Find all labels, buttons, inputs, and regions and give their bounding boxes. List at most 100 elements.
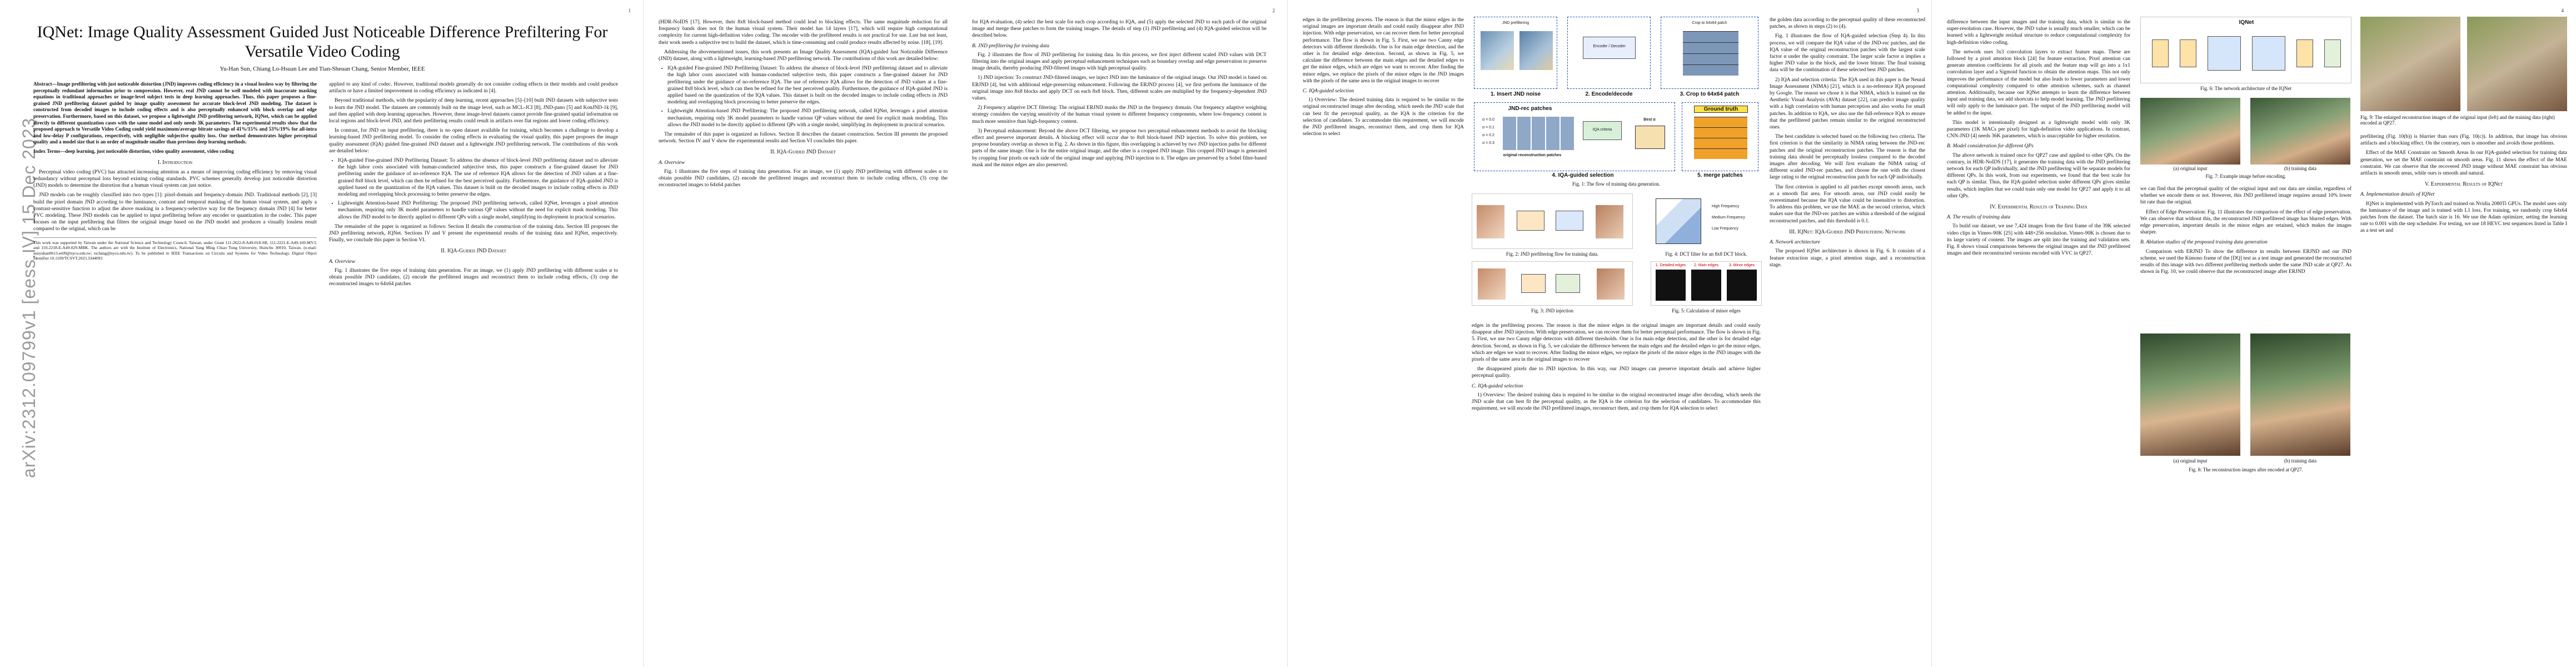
figure-3-jnd-injection xyxy=(1472,261,1633,306)
subsection-heading: B. Model consideration for different QPs xyxy=(1947,143,2034,150)
paragraph: the golden data according to the percept… xyxy=(1770,17,1925,30)
subsection-heading: A. Implementation details of IQNet xyxy=(2360,192,2435,198)
paragraph: Addressing the abovementioned issues, th… xyxy=(659,49,948,62)
paragraph: Effect of the MAE Constraint on Smooth A… xyxy=(2360,150,2567,177)
conv-block-1 xyxy=(2152,39,2169,67)
arxiv-stamp: arXiv:2312.09799v1 [eess.IV] 15 Dec 2023 xyxy=(19,117,39,478)
fig2-output-thumb xyxy=(1596,205,1623,238)
encoder-block xyxy=(1583,37,1636,59)
page4-right-column: prefiltering (Fig. 10(b)) is blurrier th… xyxy=(2360,133,2567,237)
fig8-sub-a: (a) original input xyxy=(2173,458,2208,464)
list-item: Lightweight Attention-based JND Prefilte… xyxy=(667,108,948,128)
alpha-3: α = 0.3 xyxy=(1482,141,1494,145)
ground-truth-grid xyxy=(1694,117,1747,159)
paragraph: the disappeared pixels due to JND inject… xyxy=(1472,366,1761,379)
paragraph: 3) Perceptual enhancement: Beyond the ab… xyxy=(972,128,1267,168)
figure-2-caption: Fig. 2: JND prefiltering flow for traini… xyxy=(1506,251,1599,257)
fig8-sub-b: (b) training data xyxy=(2284,458,2316,464)
figure-4-dct-filter: High Frequency Medium Frequency Low Freq… xyxy=(1651,193,1762,249)
paragraph: edges in the prefiltering process. The r… xyxy=(1472,323,1761,363)
paragraph: 1) Overview: The desired training data i… xyxy=(1472,392,1761,412)
fig7-sub-a: (a) original input xyxy=(2173,166,2208,171)
subsection-heading: C. IQA-guided selection xyxy=(1303,88,1354,94)
step2-box xyxy=(1567,17,1651,89)
fig3-jnd-block xyxy=(1556,274,1580,293)
paragraph: 1) Overview: The desired training data i… xyxy=(1303,97,1464,137)
label-minor-edges: 3. Minor edges xyxy=(1728,263,1755,267)
paragraph: Fig. 1 illustrates the flow of IQA-guide… xyxy=(1770,33,1925,73)
pa-block-2 xyxy=(2252,36,2285,71)
step3-box xyxy=(1661,17,1758,89)
paragraph: Fig. 2 illustrates the flow of JND prefi… xyxy=(972,52,1267,72)
subsection-heading: A. Network architecture xyxy=(1770,240,1820,246)
paragraph: (HDR-NoIDS [17]. However, their 8x8 bloc… xyxy=(659,19,948,46)
legend-low: Low Frequency xyxy=(1712,227,1738,231)
subsection-heading: B. Ablation studies of the proposed trai… xyxy=(2140,240,2268,246)
step4-box xyxy=(1474,102,1675,171)
fig3-image-b xyxy=(1597,268,1625,300)
crop-label: Crop to 64x64 patch xyxy=(1692,21,1727,25)
paragraph: 2) IQA and selection criteria: The IQA u… xyxy=(1770,77,1925,131)
page-number: 4 xyxy=(2561,8,2564,13)
abstract: Abstract—Image prefiltering with just no… xyxy=(33,81,317,145)
iqa-criteria-block xyxy=(1583,121,1622,140)
step4-label: 4. IQA-guided selection xyxy=(1552,172,1614,178)
fig3-image-a xyxy=(1478,268,1506,300)
author-list: Yu-Han Sun, Chiang Lo-Hsuan Lee and Tian… xyxy=(220,66,425,72)
page2-right-column: for IQA evaluation, (4) select the best … xyxy=(972,19,1267,171)
paragraph: Comparison with ERJND To show the differ… xyxy=(2140,248,2351,275)
figure-4-caption: Fig. 4: DCT filter for an 8x8 DCT block. xyxy=(1665,251,1747,257)
figure-5-caption: Fig. 5: Calculation of minor edges xyxy=(1672,308,1741,313)
list-item: IQA-guided Fine-grained JND Prefiltering… xyxy=(338,157,618,198)
jnd-rec-patch-grid xyxy=(1503,117,1575,150)
figure-8-caption: Fig. 8: The reconstruction images after … xyxy=(2189,467,2303,472)
iqa-criteria-label: IQA criteria xyxy=(1592,128,1612,132)
page4-left-column: difference between the input images and … xyxy=(1947,19,2130,260)
fig7-sub-b: (b) training data xyxy=(2284,166,2316,171)
figure-9-caption: Fig. 9: The enlarged reconstruction imag… xyxy=(2360,115,2555,126)
main-edges-thumb xyxy=(1691,270,1721,301)
contribution-list: IQA-guided Fine-grained JND Prefiltering… xyxy=(659,65,948,128)
paragraph: The above network is trained once for QP… xyxy=(1947,152,2130,199)
paragraph: edges in the prefiltering process. The r… xyxy=(1303,17,1464,84)
paragraph: Fig. 1 illustrates the five steps of tra… xyxy=(329,267,618,287)
page3-middle-column: edges in the prefiltering process. The r… xyxy=(1472,322,1761,415)
paragraph: The network uses 3x3 convolution layers … xyxy=(1947,49,2130,116)
page-4: 4 difference between the input images an… xyxy=(1932,0,2576,667)
section-heading: IV. Experimental Results of Training Dat… xyxy=(1990,204,2087,211)
step2-label: 2. Encode/decode xyxy=(1585,91,1633,97)
alpha-1: α = 0.1 xyxy=(1482,126,1494,130)
page-3: 3 JND prefiltering 1. Insert JND noise E… xyxy=(1288,0,1932,667)
fig9-training-crop xyxy=(2467,17,2567,111)
fig8-training-data xyxy=(2250,334,2350,456)
page-number: 1 xyxy=(628,8,631,13)
output-block xyxy=(2324,39,2341,67)
paragraph: we can find that the perceptual quality … xyxy=(2140,186,2351,206)
index-terms: Index Terms—deep learning, just noticeab… xyxy=(33,148,234,154)
encoder-label: Encoder / Decoder xyxy=(1593,44,1626,48)
paragraph: The first criterion is applied to all pa… xyxy=(1770,184,1925,224)
paragraph: prefiltering (Fig. 10(b)) is blurrier th… xyxy=(2360,134,2567,147)
paragraph: 1) JND injection: To construct JND-filte… xyxy=(972,75,1267,102)
legend-medium: Medium Frequency xyxy=(1712,216,1745,220)
page-2: 2 (HDR-NoIDS [17]. However, their 8x8 bl… xyxy=(644,0,1288,667)
step1-box xyxy=(1474,17,1557,89)
jnd-prefiltering-label: JND prefiltering xyxy=(1502,21,1529,25)
paragraph: This model is intentionally designed as … xyxy=(1947,120,2130,140)
detailed-edges-thumb xyxy=(1656,270,1686,301)
fig3-dct-block xyxy=(1521,274,1546,293)
jnd-image-thumb xyxy=(1519,31,1553,70)
figure-6-caption: Fig. 6: The network architecture of the … xyxy=(2200,86,2291,91)
conv-block-2 xyxy=(2180,39,2196,67)
orig-rec-patches-label: original reconstruction patches xyxy=(1503,153,1562,157)
subsection-heading: A. Overview xyxy=(329,258,355,265)
figure-5-minor-edges: 1. Detailed edges 2. Main edges 3. Minor… xyxy=(1651,261,1762,306)
fig7-training-data xyxy=(2250,98,2350,165)
paragraph: Perceptual video coding (PVC) has attrac… xyxy=(33,169,317,189)
label-main-edges: 2. Main edges xyxy=(1694,263,1718,267)
iqnet-title: IQNet xyxy=(2239,19,2254,26)
alpha-0: α = 0.0 xyxy=(1482,118,1494,122)
fig8-original-input xyxy=(2140,334,2240,456)
ground-truth-label: Ground truth xyxy=(1694,106,1748,113)
paragraph: The remainder of the paper is organized … xyxy=(329,223,618,243)
